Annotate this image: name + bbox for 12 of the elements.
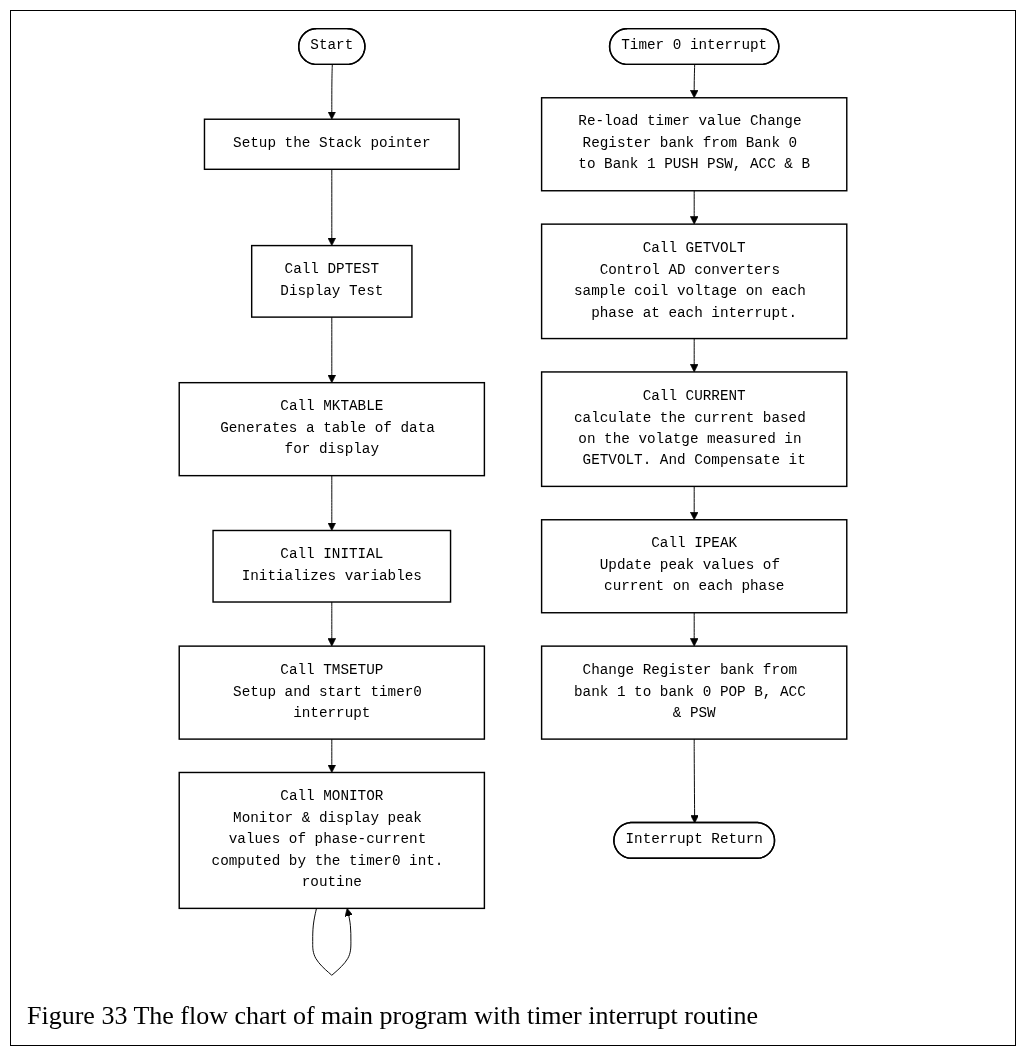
node-box: Call TMSETUP Setup and start timer0 interrupt	[178, 645, 486, 740]
node-box: Re-load timer value Change Register bank from Bank 0 to Bank 1 PUSH PSW, ACC & B	[540, 97, 848, 192]
node-box: Change Register bank from bank 1 to bank 0 POP B, ACC & PSW	[540, 645, 848, 740]
node-box: Setup the Stack pointer	[203, 118, 460, 170]
node-box: Call INITIAL Initializes variables	[212, 529, 452, 603]
node-box: Call IPEAK Update peak values of current on each phase	[540, 519, 848, 614]
node-box: Call MONITOR Monitor & display peak values of phase-current computed by the timer0 int. routine	[178, 771, 486, 910]
figure-caption: Figure 33 The flow chart of main program with timer interrupt routine	[26, 1000, 759, 1032]
node-box: Call DPTEST Display Test	[250, 244, 413, 318]
node-box: Call GETVOLT Control AD converters sample coil voltage on each phase at each interrupt.	[540, 223, 848, 340]
node-box: Call MKTABLE Generates a table of data for display	[178, 381, 486, 477]
node-box: Call CURRENT calculate the current based on the volatge measured in GETVOLT. And Compensate it	[540, 371, 848, 488]
